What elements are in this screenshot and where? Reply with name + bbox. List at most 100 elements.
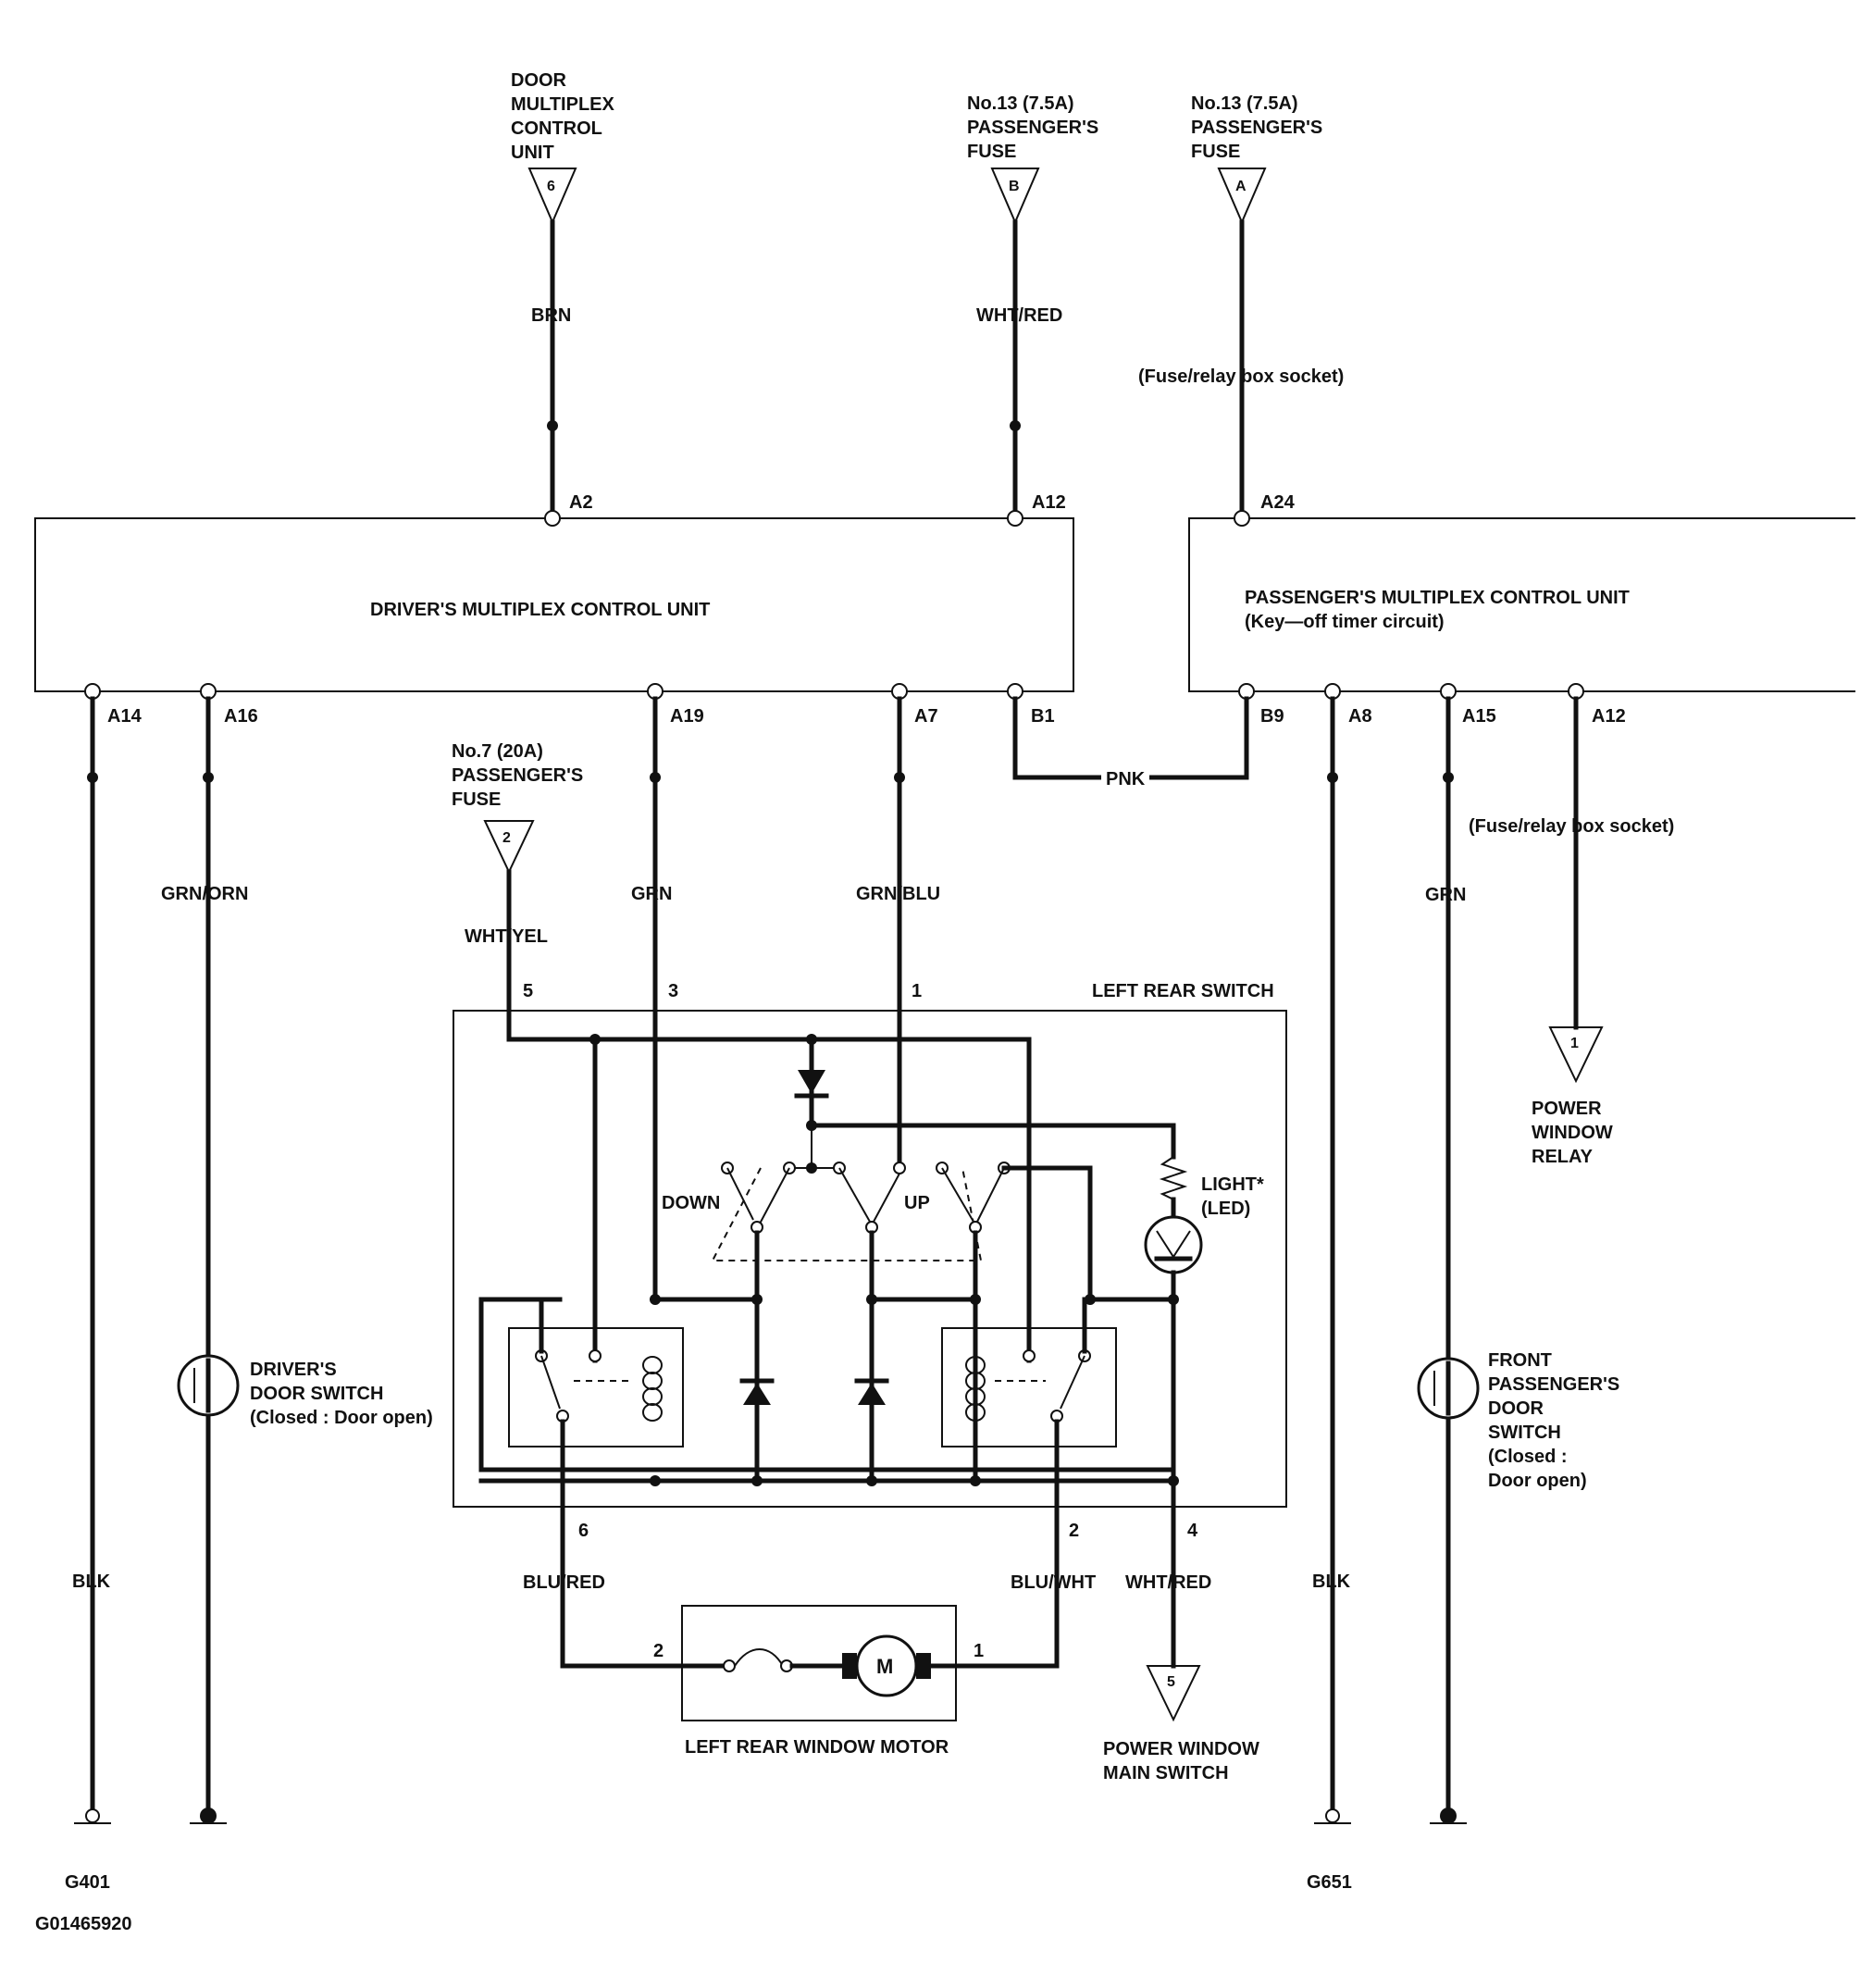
svg-text:A7: A7 (914, 706, 938, 727)
svg-text:(LED): (LED) (1201, 1199, 1250, 1219)
svg-text:POWER: POWER (1532, 1099, 1602, 1119)
connector-triangle-icon (990, 168, 1040, 225)
diode-icon (858, 1383, 886, 1405)
socket-note-right: (Fuse/relay box socket) (1469, 816, 1674, 837)
svg-text:A8: A8 (1348, 706, 1372, 727)
svg-text:DRIVER'S: DRIVER'S (250, 1360, 337, 1380)
fuse7-connector: No.7 (20A) PASSENGER'S FUSE 2 (452, 741, 583, 875)
connector-triangle-icon (483, 820, 535, 875)
relay-coil-icon (642, 1356, 663, 1422)
relay-coil-icon (965, 1356, 986, 1422)
ground-g401: G401 (65, 1872, 110, 1893)
figure-id: G01465920 (35, 1914, 132, 1934)
wire-label-pnk: PNK (1106, 769, 1146, 789)
svg-text:1: 1 (912, 981, 922, 1001)
driver-door-switch-icon (177, 1354, 240, 1417)
svg-text:(Closed : Door open): (Closed : Door open) (250, 1408, 433, 1428)
svg-text:B9: B9 (1260, 706, 1284, 727)
svg-text:M: M (876, 1655, 893, 1678)
right-relay-box (941, 1327, 1117, 1448)
svg-text:A19: A19 (670, 706, 704, 727)
svg-text:A14: A14 (107, 706, 143, 727)
wire-label-blu-wht: BLU/WHT (1011, 1572, 1096, 1593)
wire-label-brn: BRN (531, 305, 571, 326)
svg-text:A15: A15 (1462, 706, 1496, 727)
resistor-icon (1159, 1156, 1188, 1200)
svg-text:A16: A16 (224, 706, 258, 727)
wire-label-wht-red-top: WHT/RED (976, 305, 1062, 326)
passenger-multiplex-unit (1188, 517, 1855, 692)
svg-text:PASSENGER'S: PASSENGER'S (1488, 1374, 1619, 1395)
svg-text:FRONT: FRONT (1488, 1350, 1552, 1371)
wire-label-grn-right: GRN (1425, 885, 1466, 905)
svg-text:Door open): Door open) (1488, 1471, 1587, 1491)
svg-text:A2: A2 (569, 492, 593, 513)
passenger-unit-label: PASSENGER'S MULTIPLEX CONTROL UNIT (1245, 588, 1630, 608)
left-rear-switch-box (453, 1010, 1287, 1508)
svg-text:MAIN SWITCH: MAIN SWITCH (1103, 1763, 1229, 1783)
svg-text:B: B (1009, 179, 1020, 194)
connector-triangle-icon (1146, 1665, 1201, 1722)
svg-text:No.13 (7.5A): No.13 (7.5A) (967, 93, 1074, 114)
motor-icon (855, 1634, 918, 1697)
motor-label: LEFT REAR WINDOW MOTOR (685, 1737, 949, 1758)
fuse13-a-connector: No.13 (7.5A) PASSENGER'S FUSE A (1191, 93, 1322, 225)
connector-triangle-icon (1217, 168, 1267, 225)
circuit-breaker-icon (734, 1648, 784, 1667)
passenger-door-switch-icon (1417, 1357, 1480, 1420)
svg-text:5: 5 (523, 981, 533, 1001)
svg-text:UP: UP (904, 1193, 930, 1213)
svg-text:6: 6 (547, 179, 555, 194)
svg-text:PASSENGER'S: PASSENGER'S (1191, 118, 1322, 138)
door-multiplex-connector: DOOR MULTIPLEX CONTROL UNIT 6 (511, 70, 615, 225)
svg-text:FUSE: FUSE (452, 789, 501, 810)
svg-text:No.13 (7.5A): No.13 (7.5A) (1191, 93, 1298, 114)
wire-label-wht-red-bottom: WHT/RED (1125, 1572, 1211, 1593)
svg-text:FUSE: FUSE (1191, 142, 1240, 162)
svg-text:5: 5 (1167, 1674, 1175, 1690)
svg-text:B1: B1 (1031, 706, 1055, 727)
svg-text:1: 1 (974, 1641, 984, 1661)
left-rear-switch-title: LEFT REAR SWITCH (1092, 981, 1274, 1001)
window-motor-box (681, 1605, 957, 1721)
svg-text:2: 2 (502, 830, 511, 846)
driver-unit-label: DRIVER'S MULTIPLEX CONTROL UNIT (370, 600, 710, 620)
socket-note-top: (Fuse/relay box socket) (1138, 367, 1344, 387)
svg-text:DOOR: DOOR (511, 70, 567, 91)
svg-text:POWER WINDOW: POWER WINDOW (1103, 1739, 1259, 1759)
svg-text:SWITCH: SWITCH (1488, 1423, 1561, 1443)
svg-text:A12: A12 (1592, 706, 1626, 727)
svg-text:MULTIPLEX: MULTIPLEX (511, 94, 615, 115)
svg-text:PASSENGER'S: PASSENGER'S (452, 765, 583, 786)
svg-text:CONTROL: CONTROL (511, 118, 602, 139)
svg-text:3: 3 (668, 981, 678, 1001)
wire-label-blk-right: BLK (1312, 1572, 1351, 1592)
svg-text:6: 6 (578, 1521, 589, 1541)
connector-triangle-icon (527, 168, 577, 225)
svg-text:UNIT: UNIT (511, 143, 554, 163)
svg-text:A12: A12 (1032, 492, 1066, 513)
wire-label-grn-orn: GRN/ORN (161, 884, 248, 904)
ground-g651: G651 (1307, 1872, 1352, 1893)
svg-text:WINDOW: WINDOW (1532, 1123, 1613, 1143)
svg-text:2: 2 (1069, 1521, 1079, 1541)
svg-text:DOOR: DOOR (1488, 1398, 1544, 1419)
wire-label-blk-left: BLK (72, 1572, 111, 1592)
svg-text:2: 2 (653, 1641, 664, 1661)
wire-label-blu-red: BLU/RED (523, 1572, 605, 1593)
left-relay-box (508, 1327, 684, 1448)
diode-icon (798, 1070, 825, 1094)
wire-label-wht-yel: WHT/YEL (465, 926, 548, 947)
svg-text:A24: A24 (1260, 492, 1296, 513)
fuse13-b-connector: No.13 (7.5A) PASSENGER'S FUSE B (967, 93, 1098, 225)
svg-text:PASSENGER'S: PASSENGER'S (967, 118, 1098, 138)
svg-text:LIGHT*: LIGHT* (1201, 1174, 1264, 1195)
svg-text:A: A (1235, 179, 1247, 194)
svg-text:DOOR SWITCH: DOOR SWITCH (250, 1384, 383, 1404)
power-window-relay-connector: 1 (1548, 1026, 1604, 1084)
svg-text:FUSE: FUSE (967, 142, 1016, 162)
diode-icon (743, 1383, 771, 1405)
svg-text:(Closed :: (Closed : (1488, 1447, 1568, 1467)
wire-label-grn-blu: GRN/BLU (856, 884, 940, 904)
